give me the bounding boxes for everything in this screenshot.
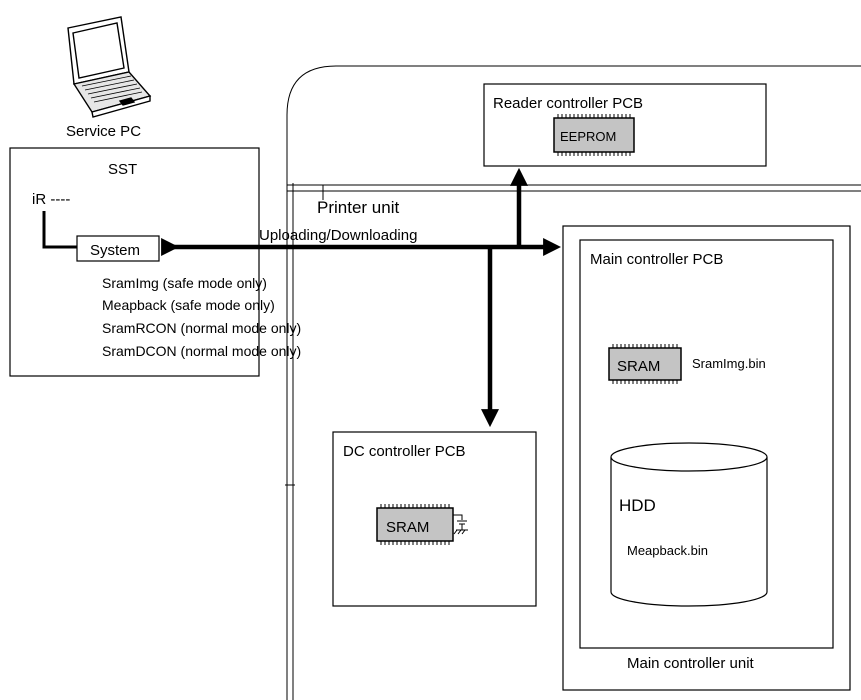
- hdd-icon: [610, 442, 768, 607]
- sst-item-sramdcon: SramDCON (normal mode only): [102, 343, 301, 359]
- sramimg-file-label: SramImg.bin: [692, 356, 766, 371]
- printer-outline: [285, 65, 861, 700]
- eeprom-label: EEPROM: [560, 129, 616, 144]
- dc-sram-chip: [376, 504, 454, 545]
- eeprom-chip: [553, 114, 635, 156]
- main-controller-unit-label: Main controller unit: [627, 655, 755, 672]
- service-pc-label: Service PC: [66, 123, 141, 140]
- system-node[interactable]: [76, 235, 160, 262]
- dc-sram-label: SRAM: [386, 519, 429, 536]
- ir-label: iR ----: [32, 191, 70, 208]
- dc-controller-title: DC controller PCB: [343, 443, 466, 460]
- main-controller-pcb-box: [579, 239, 834, 649]
- data-bus-arrows: [161, 167, 562, 428]
- eeprom-chip-pins: [557, 114, 631, 156]
- system-label: System: [90, 242, 140, 259]
- main-sram-label: SRAM: [617, 358, 660, 375]
- reader-controller-title: Reader controller PCB: [493, 95, 643, 112]
- printer-unit-label: Printer unit: [317, 198, 399, 217]
- main-sram-chip: [608, 344, 682, 384]
- sst-item-sramimg: SramImg (safe mode only): [102, 275, 267, 291]
- sst-item-sramrcon: SramRCON (normal mode only): [102, 320, 301, 336]
- battery-ground-icon: [453, 514, 468, 535]
- main-controller-title: Main controller PCB: [590, 251, 723, 268]
- sst-title: SST: [108, 161, 137, 178]
- sst-tree-line: [42, 211, 77, 249]
- upload-download-label: Uploading/Downloading: [259, 227, 417, 244]
- sst-item-meapback: Meapback (safe mode only): [102, 297, 275, 313]
- laptop-icon: [67, 16, 152, 118]
- sst-box: [9, 147, 260, 377]
- hdd-label: HDD: [619, 496, 656, 515]
- meapback-file-label: Meapback.bin: [627, 543, 708, 558]
